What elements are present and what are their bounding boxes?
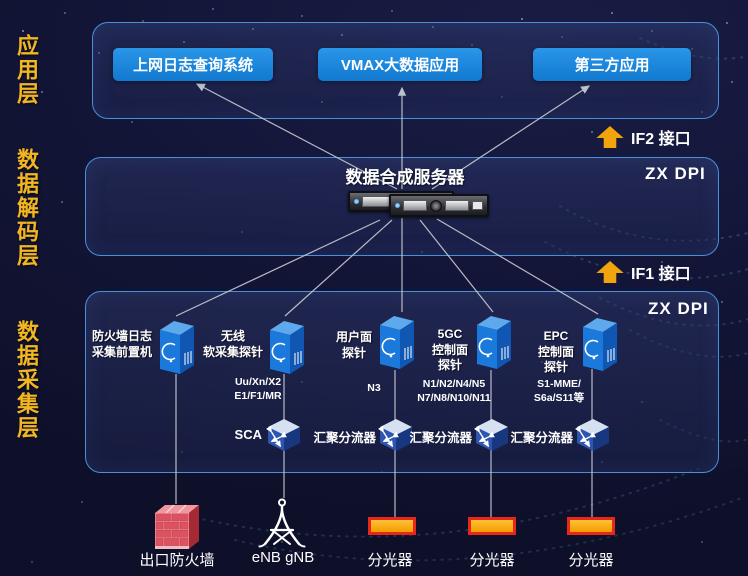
interface-label: Uu/Xn/X2 E1/F1/MR [234, 376, 282, 402]
probe-label: 无线 软采集探针 [202, 329, 263, 359]
server-led [395, 203, 400, 208]
probe-label: 防火墙日志 采集前置机 [91, 329, 152, 359]
data-synthesis-server-label: 数据合成服务器 [345, 168, 465, 187]
app-node-internet-log-query: 上网日志查询系统 [113, 48, 273, 81]
if2-label: IF2 接口 [631, 131, 691, 148]
device-label-optical-splitter: 分光器 [469, 552, 515, 569]
aggregation-splitter-label: 汇聚分流器 [313, 431, 376, 445]
probe-icon-5gc-control [474, 312, 514, 375]
probe-label: 用户面 探针 [335, 330, 372, 360]
device-label-enb-gnb: eNB gNB [251, 549, 315, 566]
optical-splitter-icon [567, 517, 615, 535]
egress-firewall-icon [152, 503, 202, 554]
app-node-vmax-bigdata: VMAX大数据应用 [318, 48, 482, 81]
collection-layer-label: 数据采集层 [14, 320, 39, 440]
server-unit-icon [389, 194, 489, 217]
server-panel [445, 200, 469, 211]
probe-icon-firewall-log [157, 317, 197, 380]
probe-icon-wireless-soft [267, 317, 307, 380]
app-node-third-party: 第三方应用 [533, 48, 691, 81]
zx-dpi-badge-collection: ZX DPI [648, 299, 709, 318]
aggregation-splitter-label: 汇聚分流器 [510, 431, 573, 445]
optical-splitter-icon [368, 517, 416, 535]
probe-icon-epc-control [580, 314, 620, 377]
device-label-optical-splitter: 分光器 [367, 552, 413, 569]
up-arrow-icon [596, 126, 624, 148]
interface-label: N1/N2/N4/N5 N7/N8/N10/N11 [417, 378, 491, 404]
probe-label: EPC 控制面 探针 [537, 329, 574, 375]
server-fan [430, 199, 442, 212]
sca-splitter-icon [265, 418, 302, 457]
server-panel [403, 200, 427, 211]
sca-label: SCA [234, 427, 262, 442]
server-led [354, 199, 359, 204]
if1-interface-marker: IF1 接口 [596, 260, 691, 284]
aggregation-splitter-icon [574, 418, 611, 457]
probe-icon-user-plane [377, 312, 417, 375]
device-label-egress-firewall: 出口防火墙 [139, 552, 215, 569]
up-arrow-icon [596, 261, 624, 283]
zx-dpi-badge-decode: ZX DPI [645, 164, 706, 183]
aggregation-splitter-icon [473, 418, 510, 457]
interface-label: S1-MME/ S6a/S11等 [533, 378, 585, 404]
if1-label: IF1 接口 [631, 266, 691, 283]
interface-label: N3 [367, 382, 381, 394]
optical-splitter-icon [468, 517, 516, 535]
aggregation-splitter-label: 汇聚分流器 [409, 431, 472, 445]
probe-label: 5GC 控制面 探针 [431, 327, 468, 373]
decode-layer-label: 数据解码层 [14, 148, 39, 268]
aggregation-splitter-icon [377, 418, 414, 457]
device-label-optical-splitter: 分光器 [568, 552, 614, 569]
if2-interface-marker: IF2 接口 [596, 125, 691, 149]
server-port [472, 201, 483, 210]
application-layer-label: 应用层 [14, 34, 39, 106]
enb-gnb-antenna-icon [258, 497, 306, 554]
